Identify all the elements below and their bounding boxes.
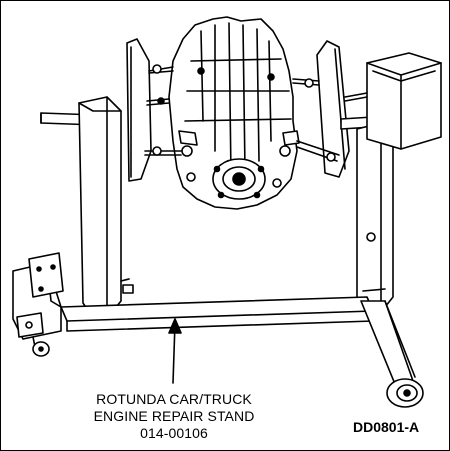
rear-caster-wheel [386,378,424,408]
stand-base-frame [12,252,416,390]
callout-line-2: ENGINE REPAIR STAND [93,408,255,424]
left-mounting-plate [126,38,182,182]
right-upright-post [356,122,394,308]
transmission-unit [168,16,300,210]
callout-leader [168,318,182,384]
figure-id: DD0801-A [353,419,420,435]
callout-label: ROTUNDA CAR/TRUCK ENGINE REPAIR STAND 01… [63,391,285,442]
front-caster-wheel [32,336,50,357]
callout-line-3: 014-00106 [140,425,208,441]
right-mounting-plate [292,40,350,178]
parts-tray [344,52,442,150]
callout-line-1: ROTUNDA CAR/TRUCK [96,391,252,407]
left-upright-post [78,96,134,316]
